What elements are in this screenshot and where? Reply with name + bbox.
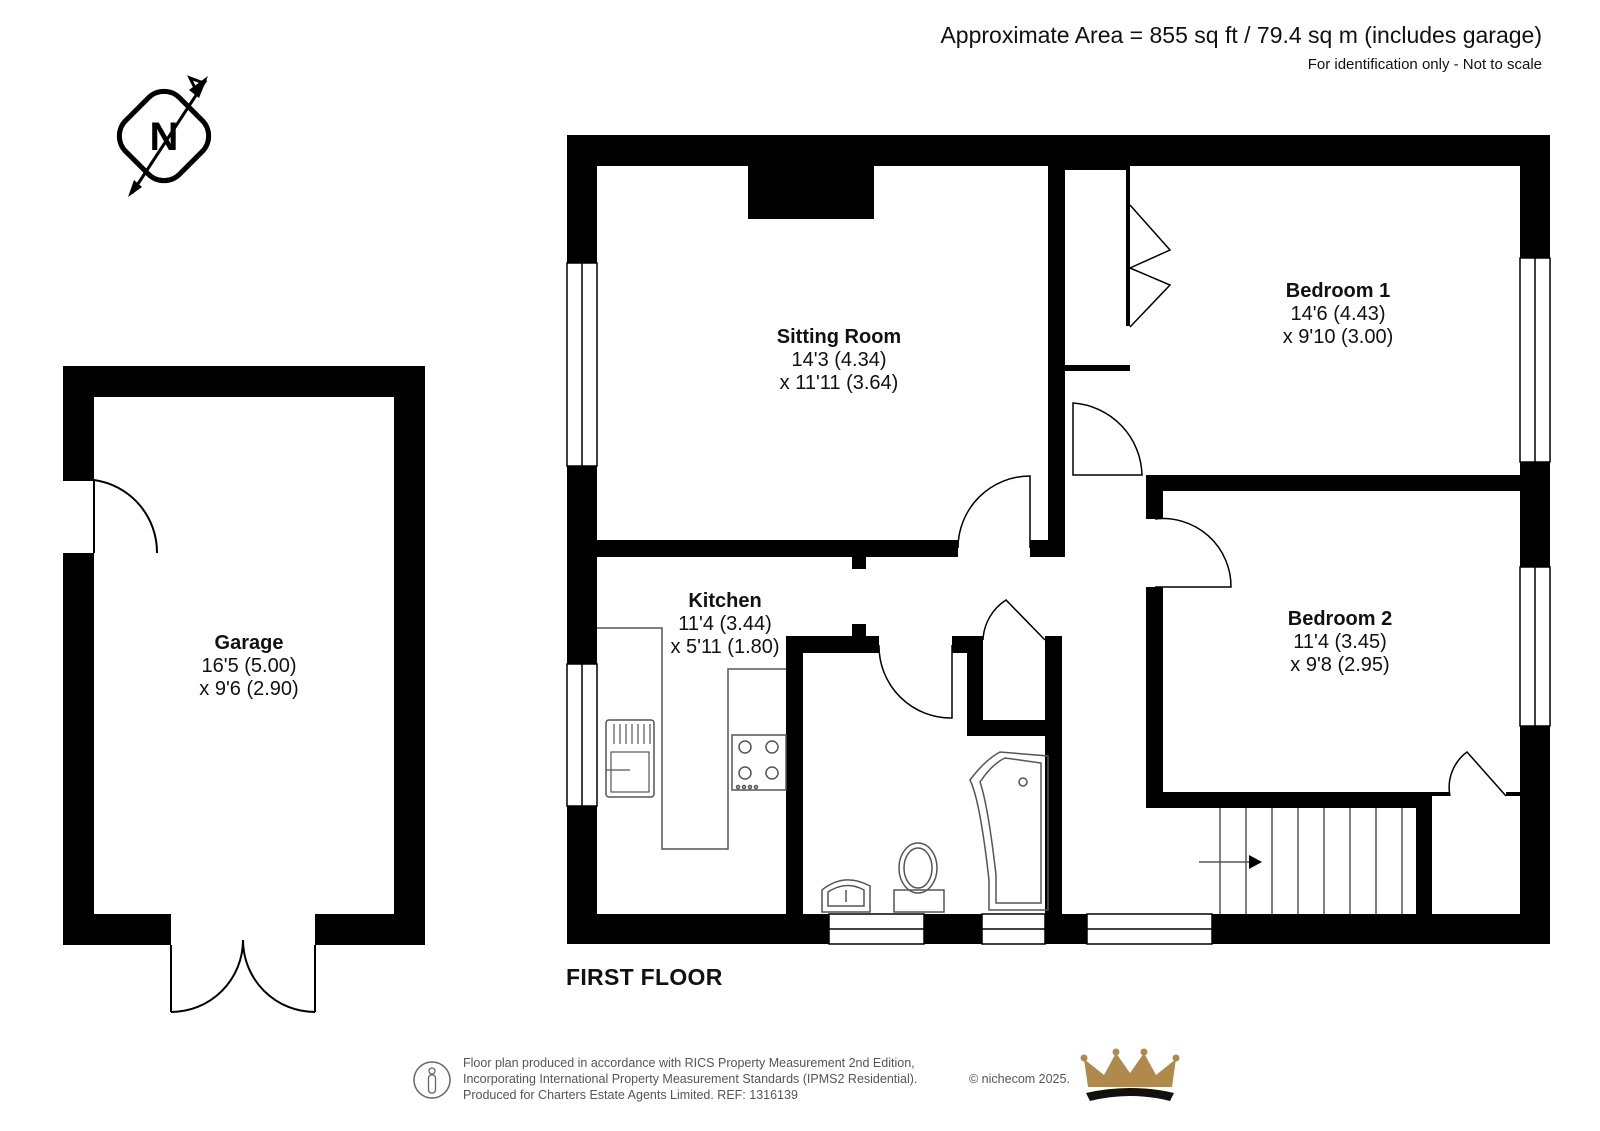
room-name: Garage (214, 632, 284, 654)
room-label-kitchen: Kitchen 11'4 (3.44) x 5'11 (1.80) (670, 590, 779, 659)
footer-statement: Floor plan produced in accordance with R… (463, 1055, 917, 1103)
bathroom-fittings (821, 751, 1049, 913)
house-walls (567, 135, 1550, 944)
room-name: Bedroom 2 (1287, 608, 1393, 630)
room-name: Kitchen (688, 590, 762, 612)
room-dimension: 16'5 (5.00) (201, 655, 297, 677)
copyright-text: © nichecom 2025. (969, 1072, 1070, 1086)
room-label-garage: Garage 16'5 (5.00) x 9'6 (2.90) (199, 632, 298, 701)
room-dimension: 11'4 (3.44) (678, 613, 772, 635)
room-dimension: 11'4 (3.45) (1293, 631, 1387, 653)
garage-side-door (63, 478, 159, 554)
scale-note-text: For identification only - Not to scale (1307, 56, 1542, 73)
internal-walls (597, 166, 1520, 914)
garage-double-doors (170, 939, 316, 1013)
crown-logo-icon (1080, 1048, 1180, 1101)
room-dimension: x 9'10 (3.00) (1282, 326, 1394, 348)
kitchen-fittings (597, 627, 787, 850)
room-dimension: x 9'6 (2.90) (199, 678, 299, 700)
floor-label: FIRST FLOOR (566, 964, 723, 990)
room-dimension: x 9'8 (2.95) (1290, 654, 1390, 676)
footer-line: Produced for Charters Estate Agents Limi… (463, 1088, 798, 1102)
room-name: Sitting Room (776, 326, 902, 348)
stairs (1199, 808, 1403, 914)
room-label-sitting-room: Sitting Room 14'3 (4.34) x 11'11 (3.64) (777, 326, 901, 395)
windows (566, 257, 1551, 945)
north-compass-icon: N (116, 75, 212, 197)
room-dimension: x 11'11 (3.64) (779, 372, 899, 394)
room-dimension: 14'6 (4.43) (1290, 303, 1386, 325)
footer-line: Floor plan produced in accordance with R… (463, 1056, 915, 1070)
svg-text:N: N (150, 115, 179, 159)
room-dimension: 14'3 (4.34) (791, 349, 887, 371)
garage-walls (63, 366, 425, 945)
ipms-person-icon (413, 1061, 451, 1099)
room-name: Bedroom 1 (1285, 280, 1391, 302)
doors (878, 204, 1507, 797)
room-dimension: x 5'11 (1.80) (670, 636, 780, 658)
room-label-bedroom-2: Bedroom 2 11'4 (3.45) x 9'8 (2.95) (1288, 608, 1392, 677)
footer-line: Incorporating International Property Mea… (463, 1072, 918, 1086)
approximate-area-text: Approximate Area = 855 sq ft / 79.4 sq m… (940, 22, 1542, 48)
room-label-bedroom-1: Bedroom 1 14'6 (4.43) x 9'10 (3.00) (1283, 280, 1394, 349)
